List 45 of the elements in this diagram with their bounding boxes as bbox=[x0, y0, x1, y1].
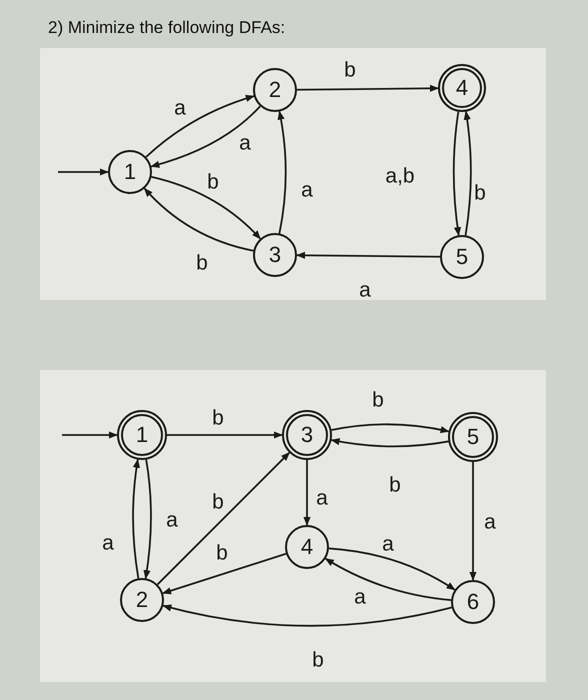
transition-arrow bbox=[145, 95, 255, 158]
transition-arrow bbox=[144, 188, 254, 252]
edge-label: b bbox=[196, 252, 208, 274]
transition-arrow bbox=[277, 110, 287, 234]
edge-label: a bbox=[102, 532, 114, 554]
title: 2) Minimize the following DFAs: bbox=[48, 18, 286, 38]
transition-arrow bbox=[162, 552, 286, 594]
transition-arrow bbox=[132, 458, 140, 578]
transition-arrow bbox=[303, 460, 311, 526]
edge-label: b bbox=[212, 408, 224, 428]
edge-label: b bbox=[372, 390, 384, 410]
transition-arrow bbox=[331, 423, 450, 434]
transition-arrow bbox=[156, 452, 290, 586]
transition-arrow bbox=[464, 110, 472, 236]
edge-label: a bbox=[166, 510, 178, 530]
edge-label: a,b bbox=[385, 166, 415, 186]
transition-arrow bbox=[324, 558, 452, 601]
edge-label: b bbox=[207, 172, 219, 192]
transition-arrow bbox=[150, 106, 261, 168]
edge-label: a bbox=[316, 488, 328, 508]
edge-label: b bbox=[344, 60, 356, 80]
transition-arrow bbox=[328, 548, 456, 590]
start-arrow bbox=[58, 168, 109, 176]
transition-arrow bbox=[296, 252, 440, 259]
edge-label: a bbox=[354, 586, 366, 608]
transition-arrow bbox=[162, 604, 452, 627]
edge-label: b bbox=[312, 650, 324, 670]
transition-arrow bbox=[151, 176, 261, 240]
transition-arrow bbox=[330, 438, 449, 448]
edge-label: b bbox=[212, 492, 224, 512]
edge-label: b bbox=[474, 182, 486, 204]
edge-label: a bbox=[239, 132, 251, 154]
edge-label: a bbox=[382, 534, 394, 554]
transition-arrow bbox=[297, 84, 439, 92]
edge-label: b bbox=[389, 474, 401, 496]
transition-arrow bbox=[452, 112, 462, 236]
transition-arrow bbox=[143, 460, 152, 580]
edge-label: a bbox=[301, 180, 313, 200]
transition-arrow bbox=[167, 431, 283, 439]
edge-label: a bbox=[484, 512, 496, 532]
transition-arrow bbox=[469, 462, 477, 581]
edge-label: a bbox=[359, 280, 371, 300]
start-arrow bbox=[62, 431, 118, 439]
edge-label: a bbox=[174, 98, 186, 118]
edge-label: b bbox=[216, 542, 228, 564]
